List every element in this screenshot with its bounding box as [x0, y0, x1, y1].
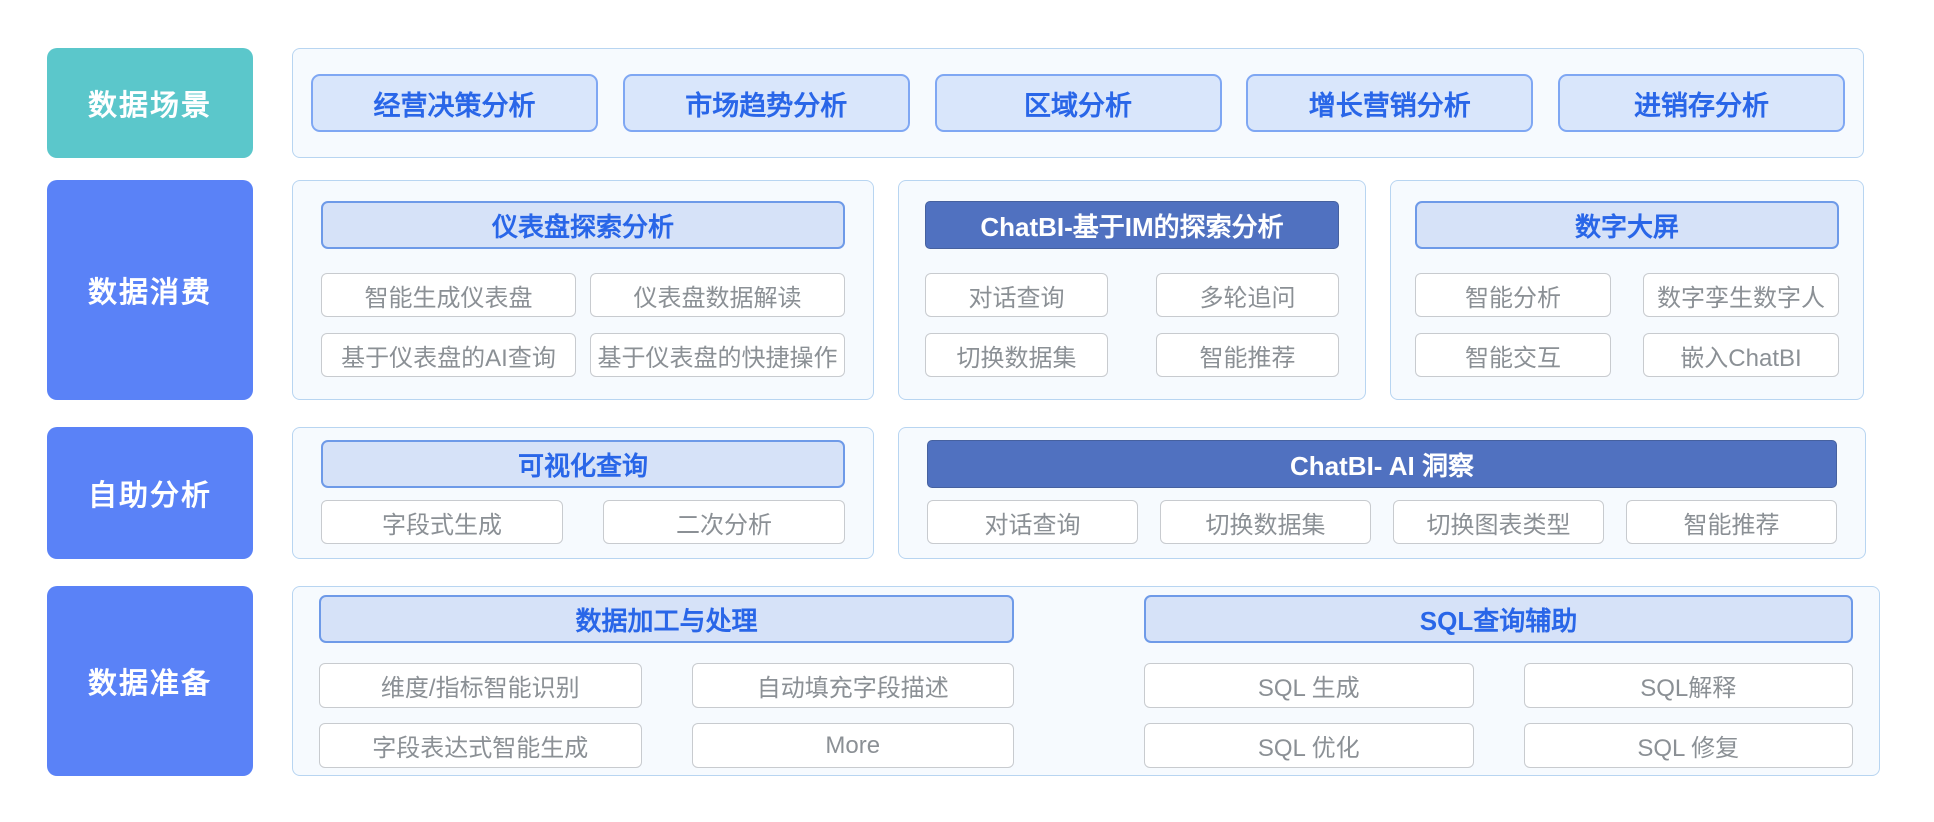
feature-chip: 切换数据集 — [1160, 500, 1371, 544]
panel-chatbi-ai-insight: ChatBI- AI 洞察 对话查询 切换数据集 切换图表类型 智能推荐 — [898, 427, 1866, 559]
row-label-data-preparation: 数据准备 — [47, 586, 253, 776]
group-sql-assist: SQL查询辅助 SQL 生成 SQL解释 SQL 优化 SQL 修复 — [1144, 595, 1853, 775]
group-data-processing: 数据加工与处理 维度/指标智能识别 自动填充字段描述 字段表达式智能生成 Mor… — [319, 595, 1014, 775]
feature-chip: SQL 优化 — [1144, 723, 1474, 768]
panel-header: 数字大屏 — [1415, 201, 1839, 249]
feature-chip: 多轮追问 — [1156, 273, 1339, 317]
feature-chip: SQL 修复 — [1523, 723, 1853, 768]
scenario-chip: 市场趋势分析 — [622, 74, 910, 132]
group-header: 数据加工与处理 — [319, 595, 1014, 643]
feature-chip: 智能分析 — [1415, 273, 1611, 317]
feature-chip: 自动填充字段描述 — [691, 663, 1014, 708]
feature-chip: 字段式生成 — [321, 500, 563, 544]
row-label-data-consumption: 数据消费 — [47, 180, 253, 400]
feature-chip: 切换图表类型 — [1393, 500, 1604, 544]
scenario-chip: 经营决策分析 — [311, 74, 598, 132]
row-data-preparation: 数据准备 数据加工与处理 维度/指标智能识别 自动填充字段描述 字段表达式智能生… — [47, 586, 1934, 776]
panel-scenarios: 经营决策分析 市场趋势分析 区域分析 增长营销分析 进销存分析 — [292, 48, 1864, 158]
feature-chip: 仪表盘数据解读 — [590, 273, 845, 317]
chip-grid: SQL 生成 SQL解释 SQL 优化 SQL 修复 — [1144, 663, 1853, 768]
panel-header: ChatBI- AI 洞察 — [927, 440, 1837, 488]
row-label-self-service-analysis: 自助分析 — [47, 427, 253, 559]
feature-chip: 嵌入ChatBI — [1643, 333, 1839, 377]
feature-chip: 二次分析 — [603, 500, 845, 544]
panel-header: ChatBI-基于IM的探索分析 — [925, 201, 1339, 249]
feature-chip: 字段表达式智能生成 — [319, 723, 642, 768]
scenario-chip: 增长营销分析 — [1246, 74, 1534, 132]
feature-chip: 维度/指标智能识别 — [319, 663, 642, 708]
panel-digital-screen: 数字大屏 智能分析 数字孪生数字人 智能交互 嵌入ChatBI — [1390, 180, 1864, 400]
feature-chip: 数字孪生数字人 — [1643, 273, 1839, 317]
feature-chip: SQL 生成 — [1144, 663, 1474, 708]
feature-chip: 基于仪表盘的AI查询 — [321, 333, 576, 377]
chip-grid: 对话查询 切换数据集 切换图表类型 智能推荐 — [927, 500, 1837, 544]
chip-grid: 字段式生成 二次分析 — [321, 500, 845, 544]
feature-chip: 切换数据集 — [925, 333, 1108, 377]
panel-data-preparation: 数据加工与处理 维度/指标智能识别 自动填充字段描述 字段表达式智能生成 Mor… — [292, 586, 1880, 776]
row-label-data-scenarios: 数据场景 — [47, 48, 253, 158]
row-self-service-analysis: 自助分析 可视化查询 字段式生成 二次分析 ChatBI- AI 洞察 对话查询… — [47, 427, 1934, 559]
feature-chip: 智能推荐 — [1156, 333, 1339, 377]
chip-grid: 维度/指标智能识别 自动填充字段描述 字段表达式智能生成 More — [319, 663, 1014, 768]
feature-chip: 智能交互 — [1415, 333, 1611, 377]
group-header: SQL查询辅助 — [1144, 595, 1853, 643]
feature-chip: More — [691, 723, 1014, 768]
feature-chip: SQL解释 — [1523, 663, 1853, 708]
feature-chip: 智能生成仪表盘 — [321, 273, 576, 317]
feature-chip: 对话查询 — [927, 500, 1138, 544]
feature-chip: 智能推荐 — [1626, 500, 1837, 544]
chip-grid: 智能分析 数字孪生数字人 智能交互 嵌入ChatBI — [1415, 273, 1839, 377]
chip-grid: 对话查询 多轮追问 切换数据集 智能推荐 — [925, 273, 1339, 377]
feature-chip: 基于仪表盘的快捷操作 — [590, 333, 845, 377]
scenario-chip: 区域分析 — [934, 74, 1222, 132]
panel-chatbi-im-exploration: ChatBI-基于IM的探索分析 对话查询 多轮追问 切换数据集 智能推荐 — [898, 180, 1366, 400]
chip-grid: 智能生成仪表盘 仪表盘数据解读 基于仪表盘的AI查询 基于仪表盘的快捷操作 — [321, 273, 845, 377]
panel-header: 可视化查询 — [321, 440, 845, 488]
panel-header: 仪表盘探索分析 — [321, 201, 845, 249]
row-data-consumption: 数据消费 仪表盘探索分析 智能生成仪表盘 仪表盘数据解读 基于仪表盘的AI查询 … — [47, 180, 1934, 400]
feature-chip: 对话查询 — [925, 273, 1108, 317]
row-data-scenarios: 数据场景 经营决策分析 市场趋势分析 区域分析 增长营销分析 进销存分析 — [47, 48, 1934, 158]
scenario-chip: 进销存分析 — [1558, 74, 1845, 132]
panel-visual-query: 可视化查询 字段式生成 二次分析 — [292, 427, 874, 559]
panel-dashboard-exploration: 仪表盘探索分析 智能生成仪表盘 仪表盘数据解读 基于仪表盘的AI查询 基于仪表盘… — [292, 180, 874, 400]
